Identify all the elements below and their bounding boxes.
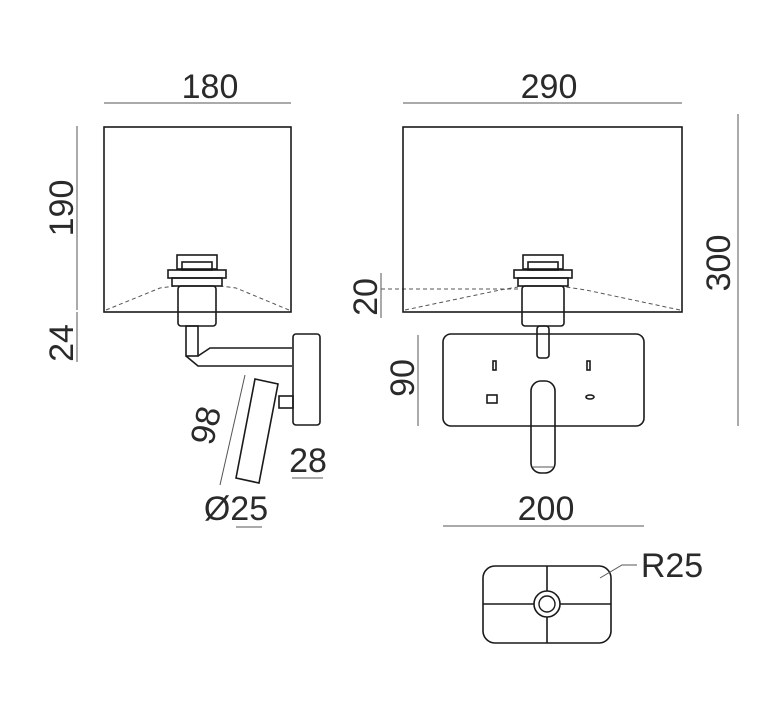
reading-light-length-line xyxy=(219,374,246,486)
rear-cable-hole xyxy=(533,590,561,618)
corner-radius-leader xyxy=(599,564,637,579)
front-socket xyxy=(513,254,573,327)
front-reading-light xyxy=(530,380,556,474)
right-switch xyxy=(585,360,595,400)
front-height-label: 300 xyxy=(700,235,738,292)
front-shade-hidden-lines-right xyxy=(565,286,681,311)
reading-light-length-label: 98 xyxy=(184,403,230,448)
front-shade-hidden-lines xyxy=(404,286,519,311)
side-height-label: 190 xyxy=(43,180,81,237)
side-shade-hidden-lines xyxy=(105,285,177,311)
side-arm xyxy=(185,325,292,367)
side-socket xyxy=(167,254,227,327)
side-lamp-shade xyxy=(103,126,292,313)
front-arm xyxy=(536,325,550,359)
side-width-label: 180 xyxy=(182,68,239,106)
reading-light-offset-label: 28 xyxy=(289,442,327,480)
front-socket-offset-label: 20 xyxy=(347,278,385,316)
front-backplate xyxy=(442,333,645,427)
front-lamp-shade xyxy=(402,126,683,313)
front-width-label: 290 xyxy=(521,68,578,106)
back-view: R25 xyxy=(482,547,703,644)
left-switch xyxy=(486,360,498,404)
side-view: 180 190 24 98 xyxy=(43,68,327,528)
side-shade-hidden-lines-right xyxy=(219,285,290,311)
backplate-height-label: 90 xyxy=(384,359,422,397)
side-backplate xyxy=(292,333,321,426)
side-reading-light xyxy=(235,378,279,484)
front-view: 290 300 20 90 xyxy=(347,68,739,528)
corner-radius-label: R25 xyxy=(641,547,703,585)
reading-light-diameter-label: Ø25 xyxy=(204,490,268,528)
side-drop-label: 24 xyxy=(43,324,81,362)
backplate-width-label: 200 xyxy=(518,490,575,528)
rear-cable-hole-inner xyxy=(538,595,556,613)
side-light-mount xyxy=(278,395,294,409)
